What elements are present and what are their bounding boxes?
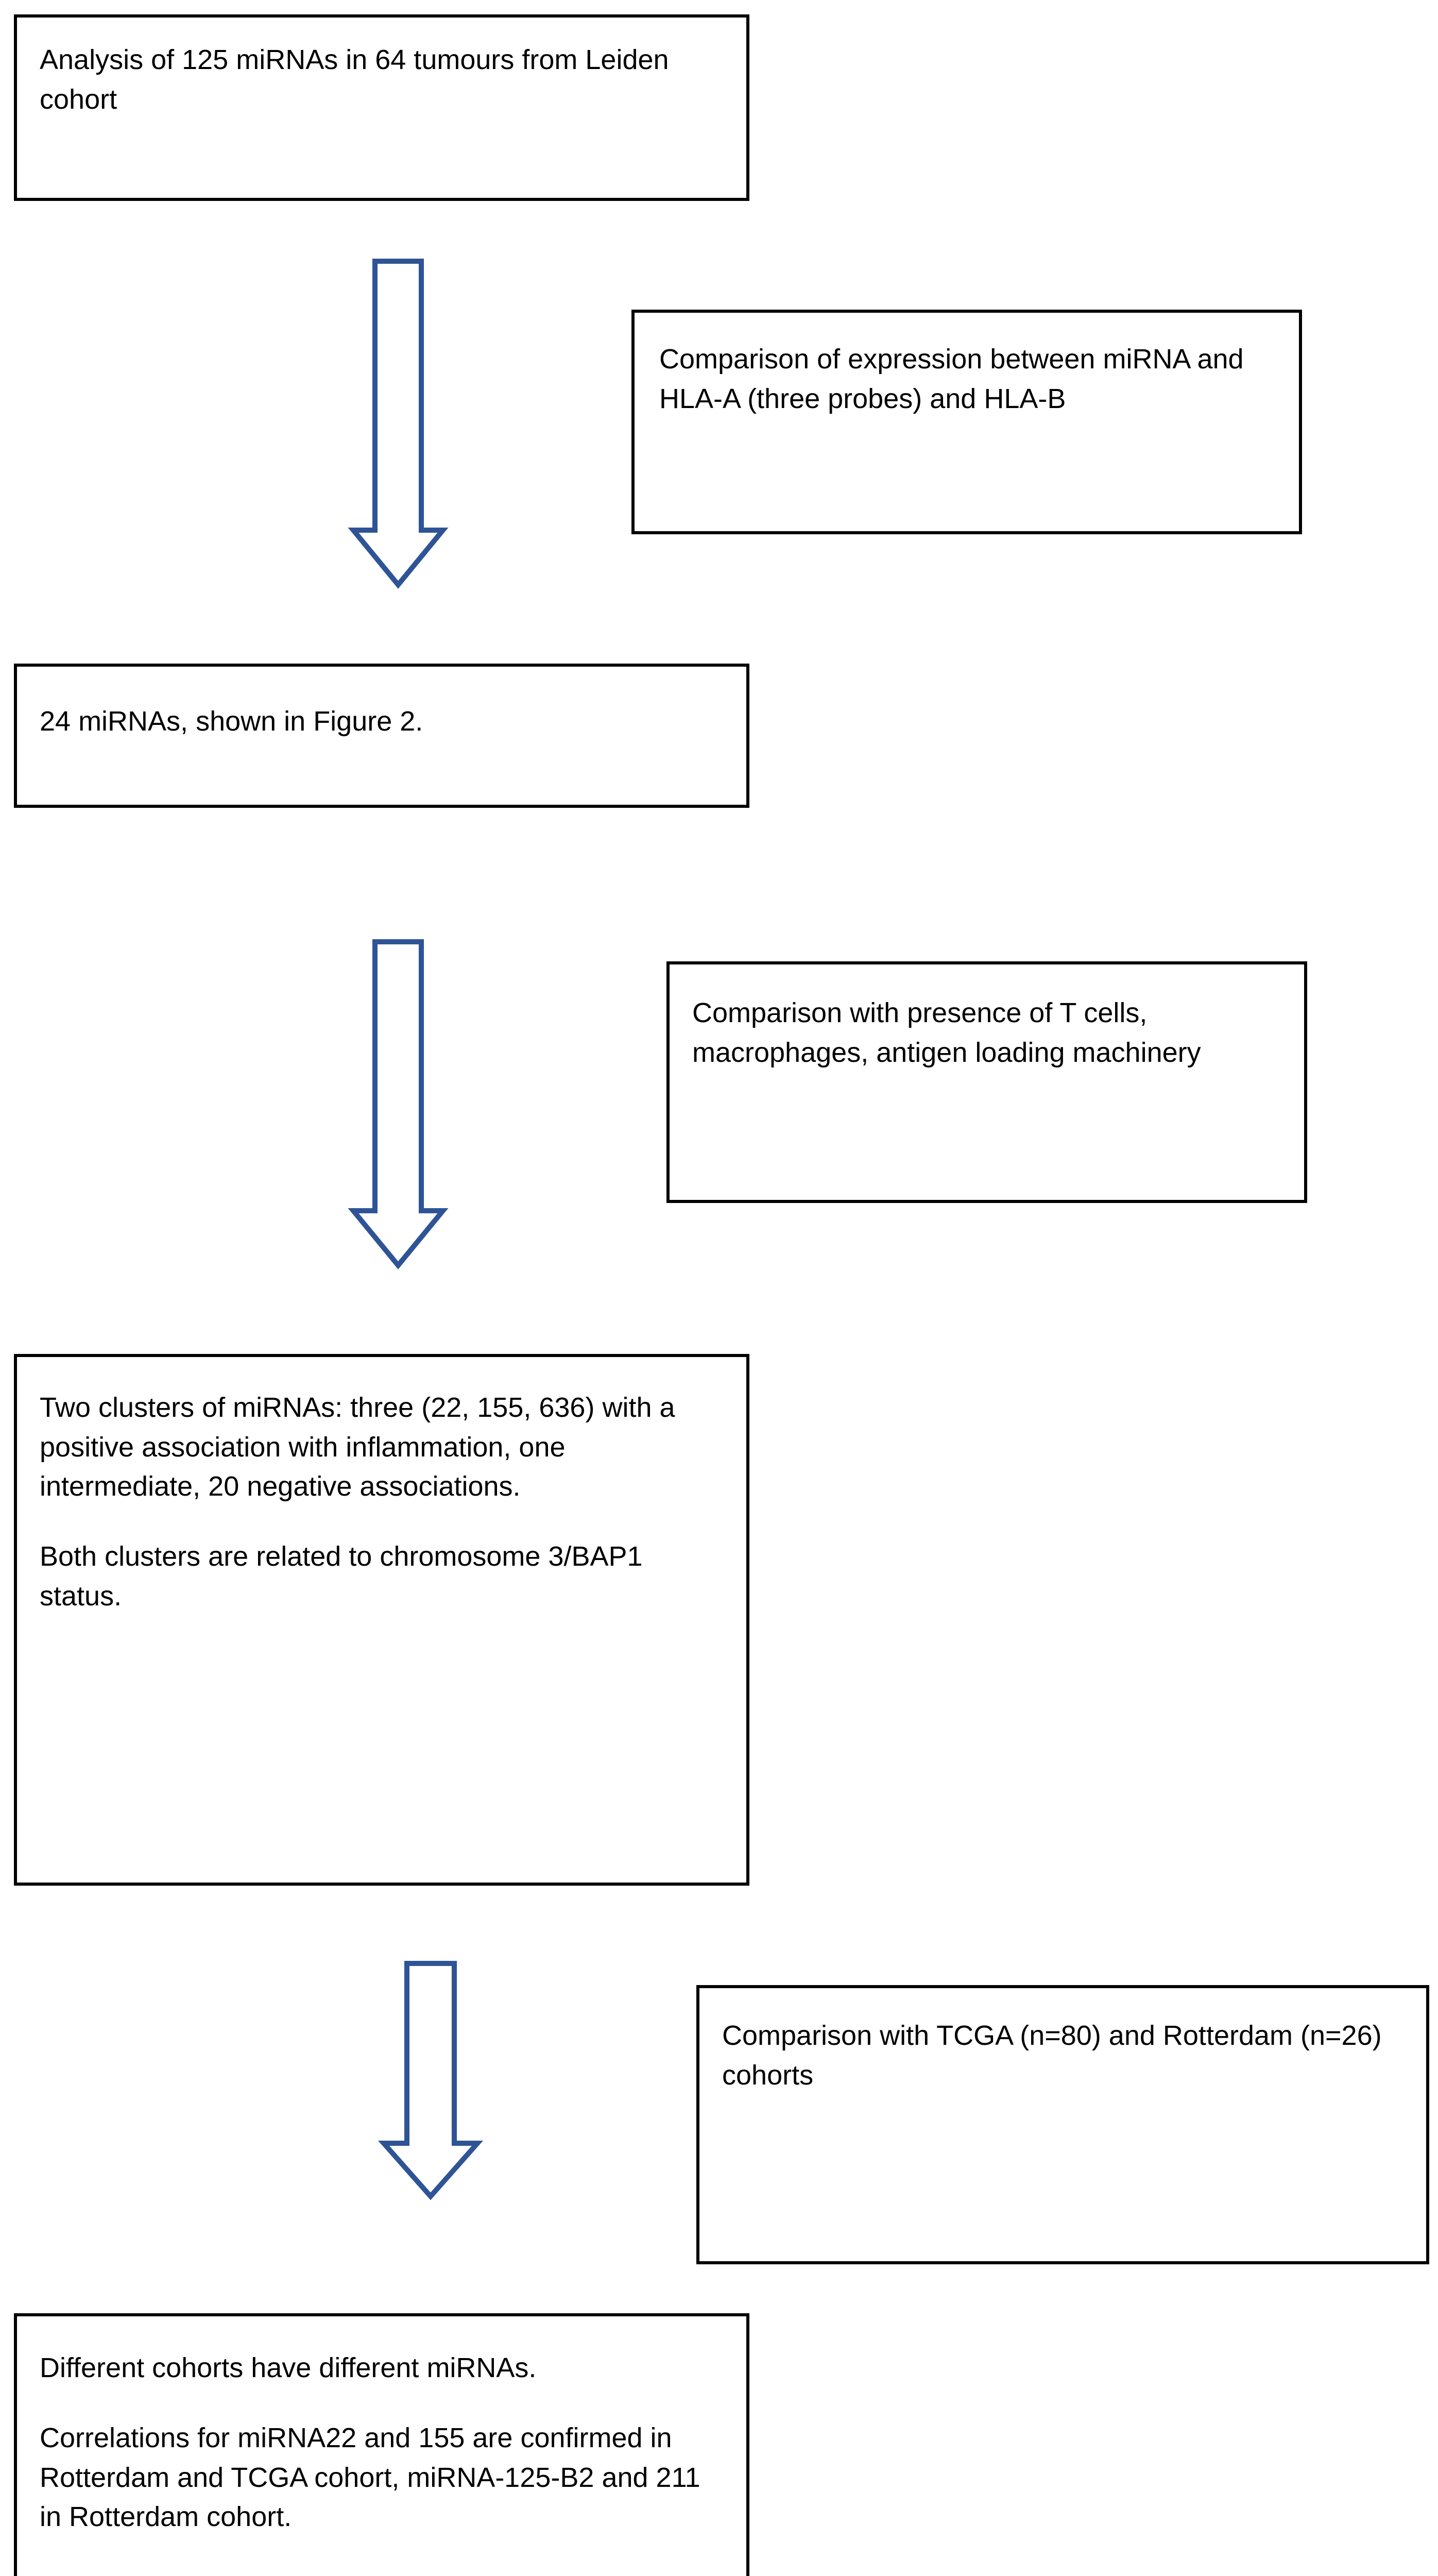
analysis-box: Analysis of 125 miRNAs in 64 tumours fro… [14, 14, 749, 201]
down-arrow-2-glyph [348, 939, 449, 1269]
down-arrow-3 [378, 1961, 484, 2200]
comparison-expression-box: Comparison of expression between miRNA a… [631, 310, 1302, 534]
down-arrow-2 [348, 939, 449, 1269]
comparison-expression-box-text: Comparison of expression between miRNA a… [659, 344, 1252, 414]
twentyfour-mirnas-box-text: 24 miRNAs, shown in Figure 2. [40, 706, 423, 737]
down-arrow-1 [348, 259, 449, 589]
two-clusters-box-text-1: Two clusters of miRNAs: three (22, 155, … [40, 1392, 683, 1502]
comparison-cohorts-box: Comparison with TCGA (n=80) and Rotterda… [696, 1985, 1429, 2264]
comparison-tcells-box: Comparison with presence of T cells, mac… [666, 961, 1307, 1203]
twentyfour-mirnas-box: 24 miRNAs, shown in Figure 2. [14, 664, 749, 808]
two-clusters-box: Two clusters of miRNAs: three (22, 155, … [14, 1354, 749, 1886]
different-cohorts-box: Different cohorts have different miRNAs.… [14, 2313, 749, 2576]
two-clusters-box-text-2: Both clusters are related to chromosome … [40, 1541, 650, 1612]
comparison-cohorts-box-text: Comparison with TCGA (n=80) and Rotterda… [722, 2020, 1390, 2091]
different-cohorts-box-text-2: Correlations for miRNA22 and 155 are con… [40, 2422, 708, 2533]
comparison-tcells-box-text: Comparison with presence of T cells, mac… [692, 997, 1201, 1068]
different-cohorts-box-text-1: Different cohorts have different miRNAs. [40, 2352, 537, 2383]
down-arrow-1-glyph [348, 259, 449, 589]
down-arrow-3-glyph [378, 1961, 484, 2200]
analysis-box-text: Analysis of 125 miRNAs in 64 tumours fro… [40, 44, 677, 115]
